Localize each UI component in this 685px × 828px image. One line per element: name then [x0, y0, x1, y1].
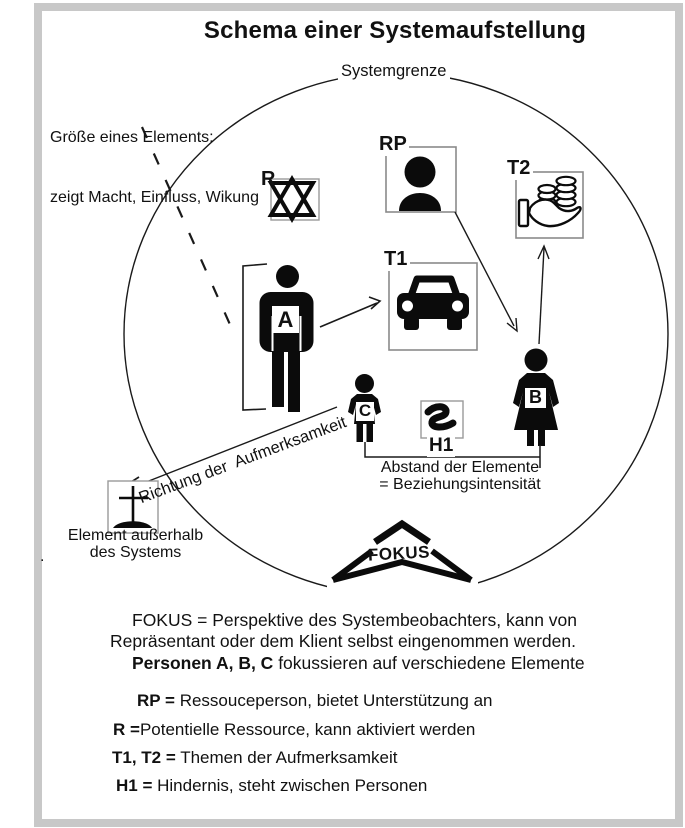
distance-note: Abstand der Elemente = Beziehungsintensi…: [374, 459, 546, 493]
label-person-b: B: [529, 387, 542, 407]
person-c-figure: [348, 374, 381, 442]
outside-note-line1: Element außerhalb: [67, 527, 204, 544]
size-note-dashed-line: [140, 126, 238, 339]
systemgrenze-label: Systemgrenze: [341, 62, 447, 80]
grave-cross-icon: [113, 486, 152, 528]
legend-line-fokus-1: FOKUS = Perspektive des Systembeobachter…: [132, 610, 578, 630]
legend-line-h1: H1 = Hindernis, steht zwischen Personen: [116, 776, 428, 795]
label-r: R: [261, 168, 276, 190]
winding-road-icon: [424, 403, 457, 431]
label-h1: H1: [427, 435, 456, 457]
legend-line-fokus-2: Repräsentant oder dem Klient selbst eing…: [110, 631, 576, 651]
legend-line-rp: RP = Ressouceperson, bietet Unterstützun…: [137, 691, 493, 710]
person-b-figure: [513, 348, 559, 446]
size-note: Größe eines Elements: zeigt Macht, Einfl…: [50, 88, 259, 248]
legend-line-personen: Personen A, B, C fokussieren auf verschi…: [132, 653, 585, 673]
car-icon: [397, 275, 469, 330]
legend-line-t1-t2: T1, T2 = Themen der Aufmerksamkeit: [112, 748, 398, 767]
distance-bracket: [364, 442, 541, 468]
person-bust-icon: [399, 156, 441, 211]
distance-note-line2: = Beziehungsintensität: [379, 475, 541, 493]
person-a-figure: [259, 265, 314, 412]
label-person-c: C: [358, 400, 372, 420]
size-bracket: [242, 263, 268, 411]
legend-line-r: R =Potentielle Ressource, kann aktiviert…: [113, 720, 476, 739]
label-person-a: A: [277, 306, 294, 332]
arrow-b-to-t2: [537, 244, 550, 345]
size-note-line2: zeigt Macht, Einfluss, Wikung: [50, 189, 259, 206]
arrow-a-to-t1: [319, 296, 382, 328]
label-t2: T2: [504, 157, 534, 180]
hand-coins-icon: [517, 175, 582, 228]
size-note-line1: Größe eines Elements:: [50, 129, 214, 146]
fokus-label: FOKUS: [367, 542, 431, 565]
boundary-gap-top: [338, 58, 450, 86]
star-of-david-icon: [267, 175, 317, 223]
arrow-rp-to-b: [454, 211, 518, 333]
outside-note-line2: des Systems: [89, 544, 182, 561]
fokus-arrow: [331, 519, 473, 583]
stray-dot: .: [40, 548, 45, 565]
distance-note-line1: Abstand der Elemente: [380, 459, 540, 476]
page-title: Schema einer Systemaufstellung: [203, 17, 587, 44]
outside-element-note: Element außerhalb des Systems: [58, 527, 213, 561]
label-rp: RP: [377, 133, 409, 156]
label-t1: T1: [381, 248, 411, 271]
